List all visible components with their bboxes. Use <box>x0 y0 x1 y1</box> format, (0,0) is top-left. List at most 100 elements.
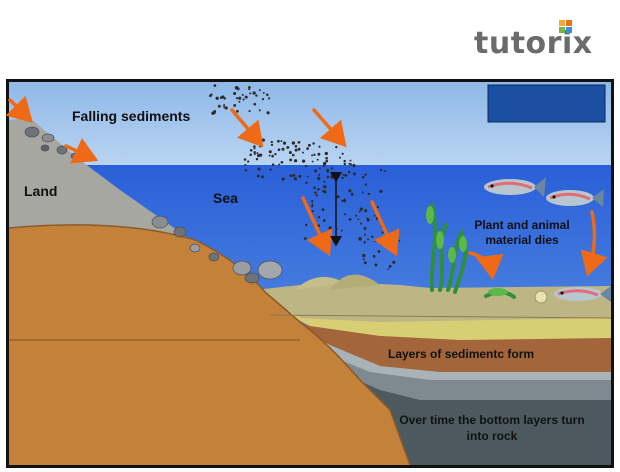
sediment-particle <box>252 91 256 95</box>
sediment-particle <box>253 153 256 156</box>
sediment-particle <box>359 207 363 211</box>
sediment-particle <box>248 110 251 113</box>
sediment-particle <box>261 138 265 142</box>
sediment-particle <box>343 199 347 203</box>
sediment-particle <box>248 86 251 89</box>
sediment-particle <box>392 260 396 264</box>
sediment-particle <box>243 158 247 161</box>
sediment-particle <box>217 104 221 108</box>
sediment-particle <box>236 87 240 91</box>
sediment-particle <box>280 140 283 143</box>
sediment-particle <box>322 161 327 166</box>
sediment-particle <box>271 154 274 158</box>
sediment-particle <box>374 263 378 267</box>
sediment-particle <box>335 145 338 149</box>
sediment-particle <box>274 152 277 156</box>
sediment-particle <box>249 92 252 95</box>
sediment-particle <box>364 209 368 213</box>
sediment-particle <box>324 151 328 156</box>
sediment-particle <box>223 104 226 107</box>
sediment-particle <box>297 141 300 144</box>
sediment-particle <box>364 183 367 186</box>
sediment-particle <box>266 111 270 115</box>
sea-floor <box>255 280 611 322</box>
sediment-particle <box>340 229 343 232</box>
sediment-particle <box>244 163 247 166</box>
sediment-particle <box>261 175 264 179</box>
sediment-particle <box>318 173 321 176</box>
sediment-particle <box>379 168 383 172</box>
sediment-particle <box>350 192 354 196</box>
sediment-particle <box>304 164 308 168</box>
sediment-particle <box>259 144 262 148</box>
sediment-particle <box>377 249 381 253</box>
sediment-particle <box>235 97 239 100</box>
sediment-particle <box>253 141 256 144</box>
sediment-particle <box>311 154 314 157</box>
sediment-particle <box>292 173 296 177</box>
rock-pebbles-icon <box>24 126 283 284</box>
sediment-particle <box>277 139 280 143</box>
sediment-particle <box>262 91 265 94</box>
sediment-particle <box>297 147 301 151</box>
sediment-particle <box>238 100 241 103</box>
sediment-particle <box>325 156 328 160</box>
sediment-particle <box>258 89 261 92</box>
sediment-particle <box>349 159 352 162</box>
sediment-particle <box>289 158 293 162</box>
sediment-particle <box>317 216 321 219</box>
sediment-particle <box>247 160 250 163</box>
sediment-particle <box>348 189 352 193</box>
sediment-particle <box>215 96 219 100</box>
sediment-particle <box>281 177 285 181</box>
sediment-particle <box>343 159 346 163</box>
sediment-particle <box>341 199 344 203</box>
sea-label: Sea <box>213 190 238 206</box>
sediment-particle <box>249 149 253 152</box>
sediment-particle <box>312 142 315 145</box>
sediment-particle <box>363 261 367 265</box>
sediment-particle <box>233 103 237 107</box>
sediment-particle <box>209 94 212 98</box>
sediment-particle <box>288 150 292 155</box>
fish-icon <box>554 286 611 302</box>
sediment-particle <box>268 97 271 100</box>
layers-label: Layers of sedimentc form <box>388 347 535 361</box>
sediment-particle <box>280 160 284 164</box>
sediment-particle <box>348 217 352 221</box>
sediment-particle <box>330 175 334 179</box>
sediment-particle <box>317 176 321 180</box>
sediment-particle <box>321 208 325 211</box>
sediment-particle <box>366 218 370 222</box>
plant-animal-label: Plant and animal material dies <box>474 218 570 247</box>
sediment-particle <box>326 175 330 179</box>
diagram-frame <box>6 79 614 468</box>
sediment-particle <box>301 159 306 163</box>
sediment-particle <box>255 157 259 161</box>
sediment-particle <box>313 153 316 156</box>
sediment-particle <box>268 150 272 154</box>
sediment-particle <box>360 222 363 225</box>
sediment-particle <box>293 159 298 163</box>
sediment-particle <box>307 143 311 147</box>
sediment-particle <box>221 95 225 99</box>
falling-sediments-label: Falling sediments <box>72 108 191 124</box>
tutorix-logo: tutorix <box>474 26 593 61</box>
sediment-particle <box>314 169 318 173</box>
fish-icon <box>546 189 604 207</box>
sediment-particle <box>328 226 332 230</box>
sediment-particle <box>322 219 326 223</box>
shell-icon <box>534 290 548 304</box>
sediment-particle <box>354 214 358 217</box>
sediment-particle <box>311 203 314 206</box>
sediment-particle <box>311 200 314 203</box>
sediment-particle <box>253 147 256 150</box>
sediment-particle <box>313 186 316 189</box>
sediment-particle <box>213 84 217 87</box>
sediment-particle <box>358 237 362 241</box>
sediment-particle <box>233 91 237 96</box>
sediment-particle <box>323 185 327 189</box>
sediment-particle <box>236 109 239 113</box>
sediment-particle <box>244 95 248 99</box>
blank-label-box <box>487 84 606 123</box>
